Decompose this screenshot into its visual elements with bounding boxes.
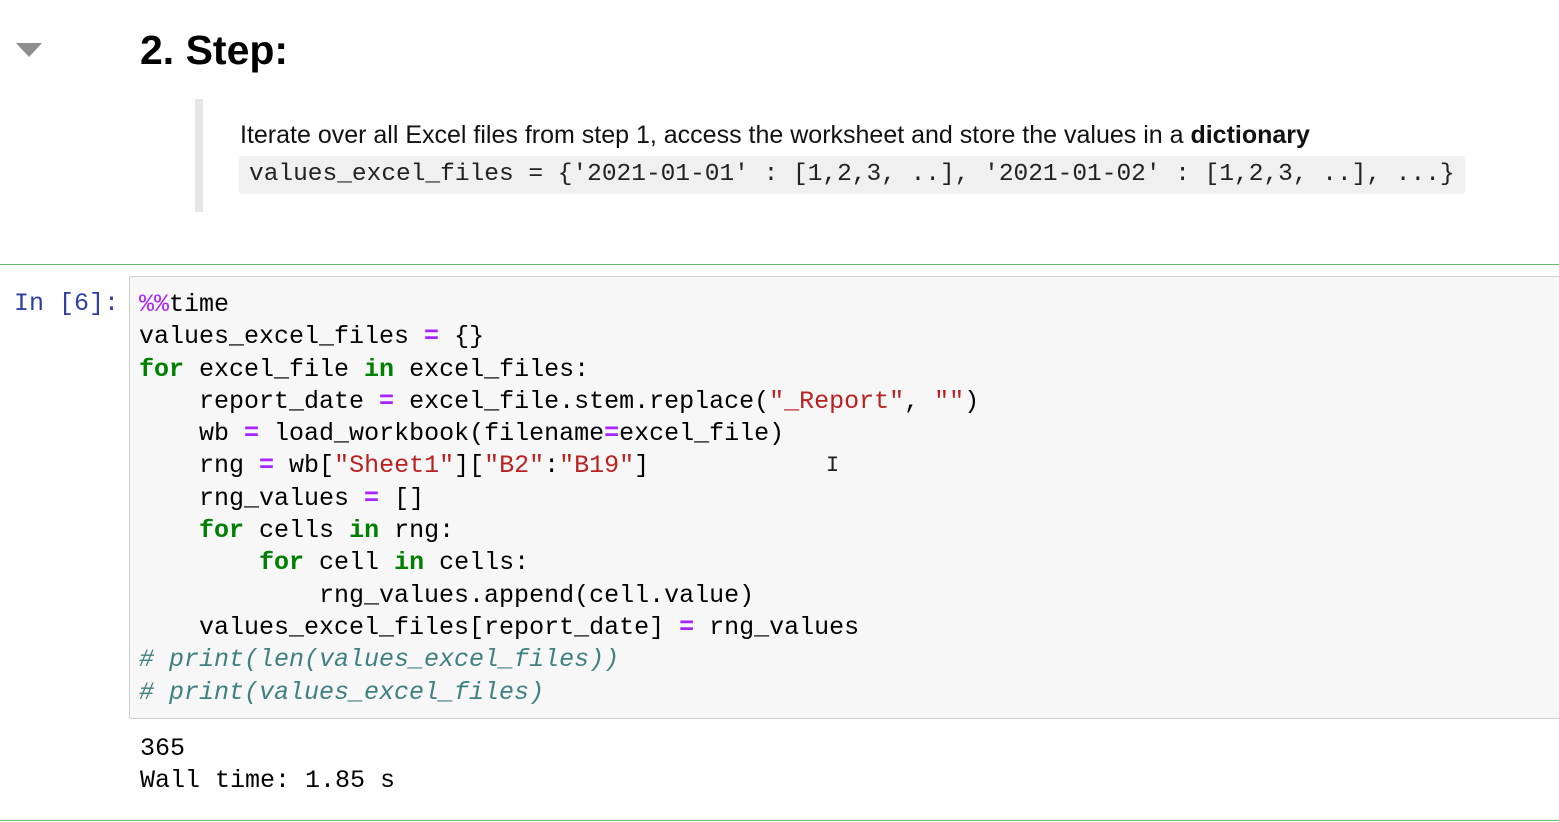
code-token: for	[259, 548, 305, 578]
code-editor[interactable]	[129, 276, 1559, 719]
code-line: rng_values.append(cell.value)	[139, 580, 979, 612]
blockquote-bar	[195, 99, 203, 212]
code-token: cells	[244, 516, 350, 546]
code-token: {}	[439, 322, 485, 352]
code-token: =	[679, 612, 695, 642]
code-token: []	[379, 483, 425, 513]
code-token: excel_file)	[619, 419, 785, 449]
code-token: wb	[139, 419, 245, 449]
input-prompt: In [6]:	[14, 289, 120, 318]
code-line: %%time	[139, 289, 979, 321]
code-line: for cells in rng:	[139, 515, 979, 547]
code-line: report_date = excel_file.stem.replace("_…	[139, 386, 979, 418]
code-token: for	[139, 354, 185, 384]
code-line: values_excel_files[report_date] = rng_va…	[139, 612, 979, 644]
markdown-inline-code: values_excel_files = {'2021-01-01' : [1,…	[239, 156, 1465, 194]
code-line: wb = load_workbook(filename=excel_file)	[139, 418, 979, 450]
code-line: rng = wb["Sheet1"]["B2":"B19"]	[139, 450, 979, 482]
code-token: in	[394, 548, 425, 578]
code-token: time	[169, 290, 230, 319]
code-token: =	[259, 451, 275, 481]
code-token: ][	[454, 451, 485, 481]
code-token: :	[544, 451, 560, 481]
code-token: =	[424, 322, 440, 352]
code-line: for excel_file in excel_files:	[139, 354, 979, 386]
code-token: =	[604, 419, 620, 449]
code-line: # print(len(values_excel_files))	[139, 644, 979, 676]
code-token: ,	[904, 386, 935, 416]
code-line: for cell in cells:	[139, 547, 979, 579]
code-token: # print(values_excel_files)	[139, 677, 545, 707]
code-token: report_date	[139, 386, 380, 416]
code-token: values_excel_files	[139, 322, 425, 352]
code-token: "B2"	[484, 451, 545, 481]
code-token: "Sheet1"	[334, 451, 455, 481]
code-token: =	[364, 483, 380, 513]
code-token: =	[244, 419, 260, 449]
output-line: 365	[140, 734, 186, 763]
code-token: ]	[634, 451, 650, 481]
code-token: excel_files:	[394, 354, 590, 384]
markdown-paragraph: Iterate over all Excel files from step 1…	[240, 119, 1310, 151]
text-cursor-icon: I	[826, 453, 840, 478]
code-token: rng_values	[139, 483, 365, 513]
code-token: rng_values.append(cell.value)	[139, 580, 755, 610]
markdown-bold-text: dictionary	[1190, 121, 1310, 149]
code-token: "_Report"	[769, 386, 905, 416]
code-line: # print(values_excel_files)	[139, 677, 979, 709]
markdown-heading: 2. Step:	[140, 27, 289, 73]
code-token: %%	[139, 290, 170, 319]
code-line: values_excel_files = {}	[139, 321, 979, 353]
code-token: in	[364, 354, 395, 384]
code-token: values_excel_files[report_date]	[139, 612, 680, 642]
code-token	[139, 548, 259, 577]
selected-code-cell[interactable]	[0, 264, 1559, 821]
code-token: cell	[304, 548, 395, 578]
code-token: # print(len(values_excel_files))	[139, 645, 620, 675]
code-token: wb[	[274, 451, 335, 481]
code-token: excel_file	[184, 354, 365, 384]
code-token: load_workbook(filename	[259, 419, 605, 449]
code-token: rng	[139, 451, 260, 481]
code-token: cells:	[424, 548, 530, 578]
collapse-heading-caret-icon[interactable]	[16, 43, 42, 57]
code-token: "B19"	[559, 451, 635, 481]
code-token: ""	[934, 386, 965, 416]
code-token: for	[199, 516, 245, 546]
markdown-text: Iterate over all Excel files from step 1…	[240, 121, 1191, 149]
code-line: rng_values = []	[139, 483, 979, 515]
code-token: excel_file.stem.replace(	[394, 386, 770, 416]
code-token: rng_values	[694, 612, 860, 642]
output-line: Wall time: 1.85 s	[140, 766, 396, 795]
code-token: =	[379, 386, 395, 416]
markdown-blockquote: Iterate over all Excel files from step 1…	[195, 99, 1495, 212]
code-token: in	[349, 516, 380, 546]
code-token	[139, 516, 199, 545]
code-token: rng:	[379, 516, 455, 546]
code-token: )	[964, 386, 980, 416]
